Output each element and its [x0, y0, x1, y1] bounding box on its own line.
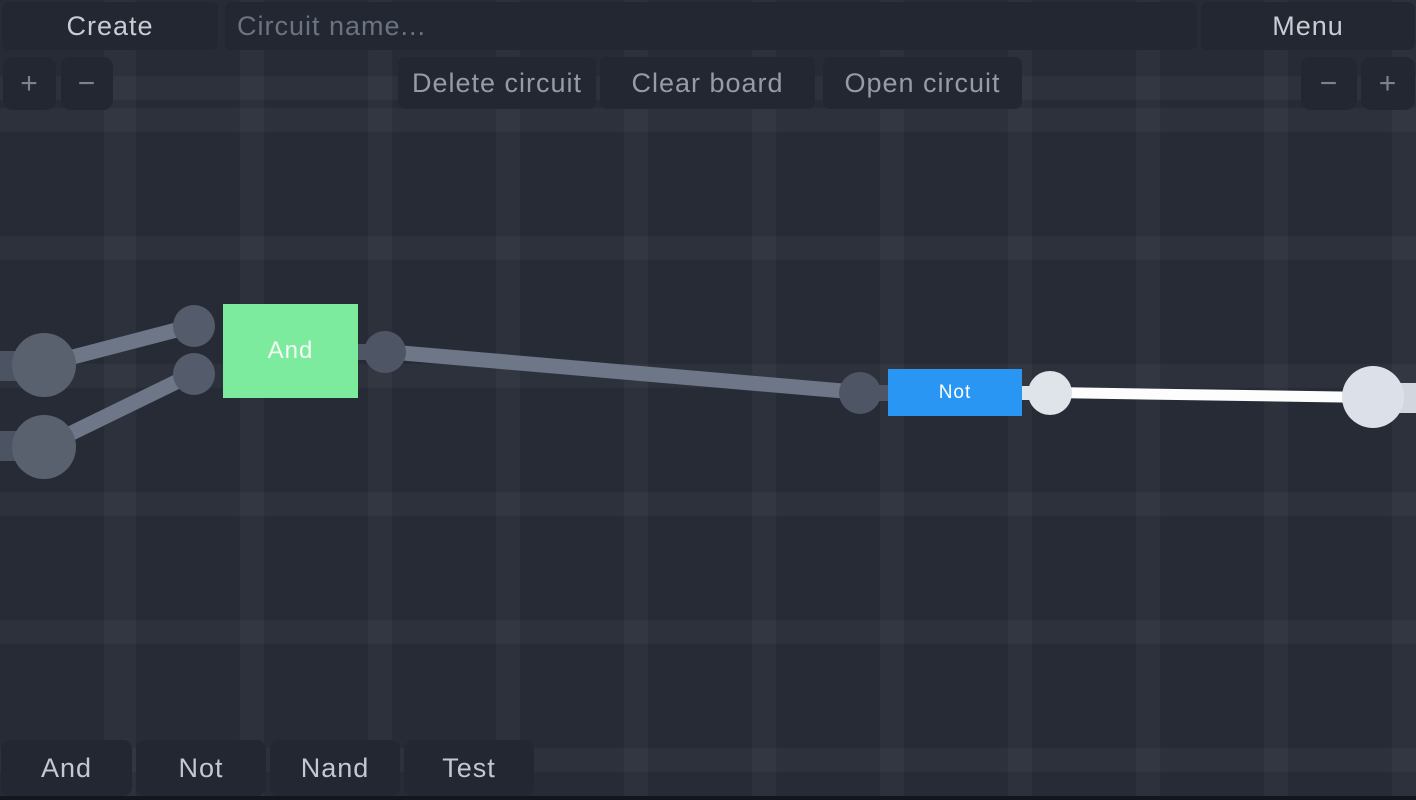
- not-input-node[interactable]: [839, 372, 881, 414]
- delete-circuit-button[interactable]: Delete circuit: [398, 57, 596, 109]
- input-toggle-node-top[interactable]: [12, 333, 76, 397]
- zoom-in-button-left[interactable]: +: [3, 57, 56, 110]
- open-circuit-button[interactable]: Open circuit: [823, 57, 1022, 109]
- zoom-out-button-right[interactable]: −: [1301, 57, 1357, 110]
- wire-and-to-not[interactable]: [384, 344, 861, 400]
- zoom-in-button-right[interactable]: +: [1361, 57, 1415, 110]
- zoom-out-button-left[interactable]: −: [61, 57, 113, 110]
- bottom-strip: [0, 796, 1416, 800]
- circuit-name-input[interactable]: [225, 2, 1197, 50]
- wire-not-to-output-active[interactable]: [1049, 387, 1375, 404]
- clear-board-button[interactable]: Clear board: [600, 57, 815, 109]
- not-output-node-active[interactable]: [1028, 371, 1072, 415]
- not-gate[interactable]: Not: [888, 369, 1022, 416]
- and-gate[interactable]: And: [223, 304, 358, 398]
- output-node-active[interactable]: [1342, 366, 1404, 428]
- not-gate-label: Not: [938, 381, 972, 403]
- create-button[interactable]: Create: [2, 2, 218, 50]
- palette-item-test[interactable]: Test: [404, 740, 534, 796]
- menu-button[interactable]: Menu: [1201, 2, 1415, 50]
- palette-item-and[interactable]: And: [1, 740, 132, 796]
- palette-item-not[interactable]: Not: [136, 740, 266, 796]
- and-output-node[interactable]: [364, 331, 406, 373]
- and-input-node-1[interactable]: [173, 305, 215, 347]
- and-gate-label: And: [267, 337, 314, 364]
- and-input-node-2[interactable]: [173, 353, 215, 395]
- palette-item-nand[interactable]: Nand: [270, 740, 400, 796]
- input-toggle-node-bottom[interactable]: [12, 415, 76, 479]
